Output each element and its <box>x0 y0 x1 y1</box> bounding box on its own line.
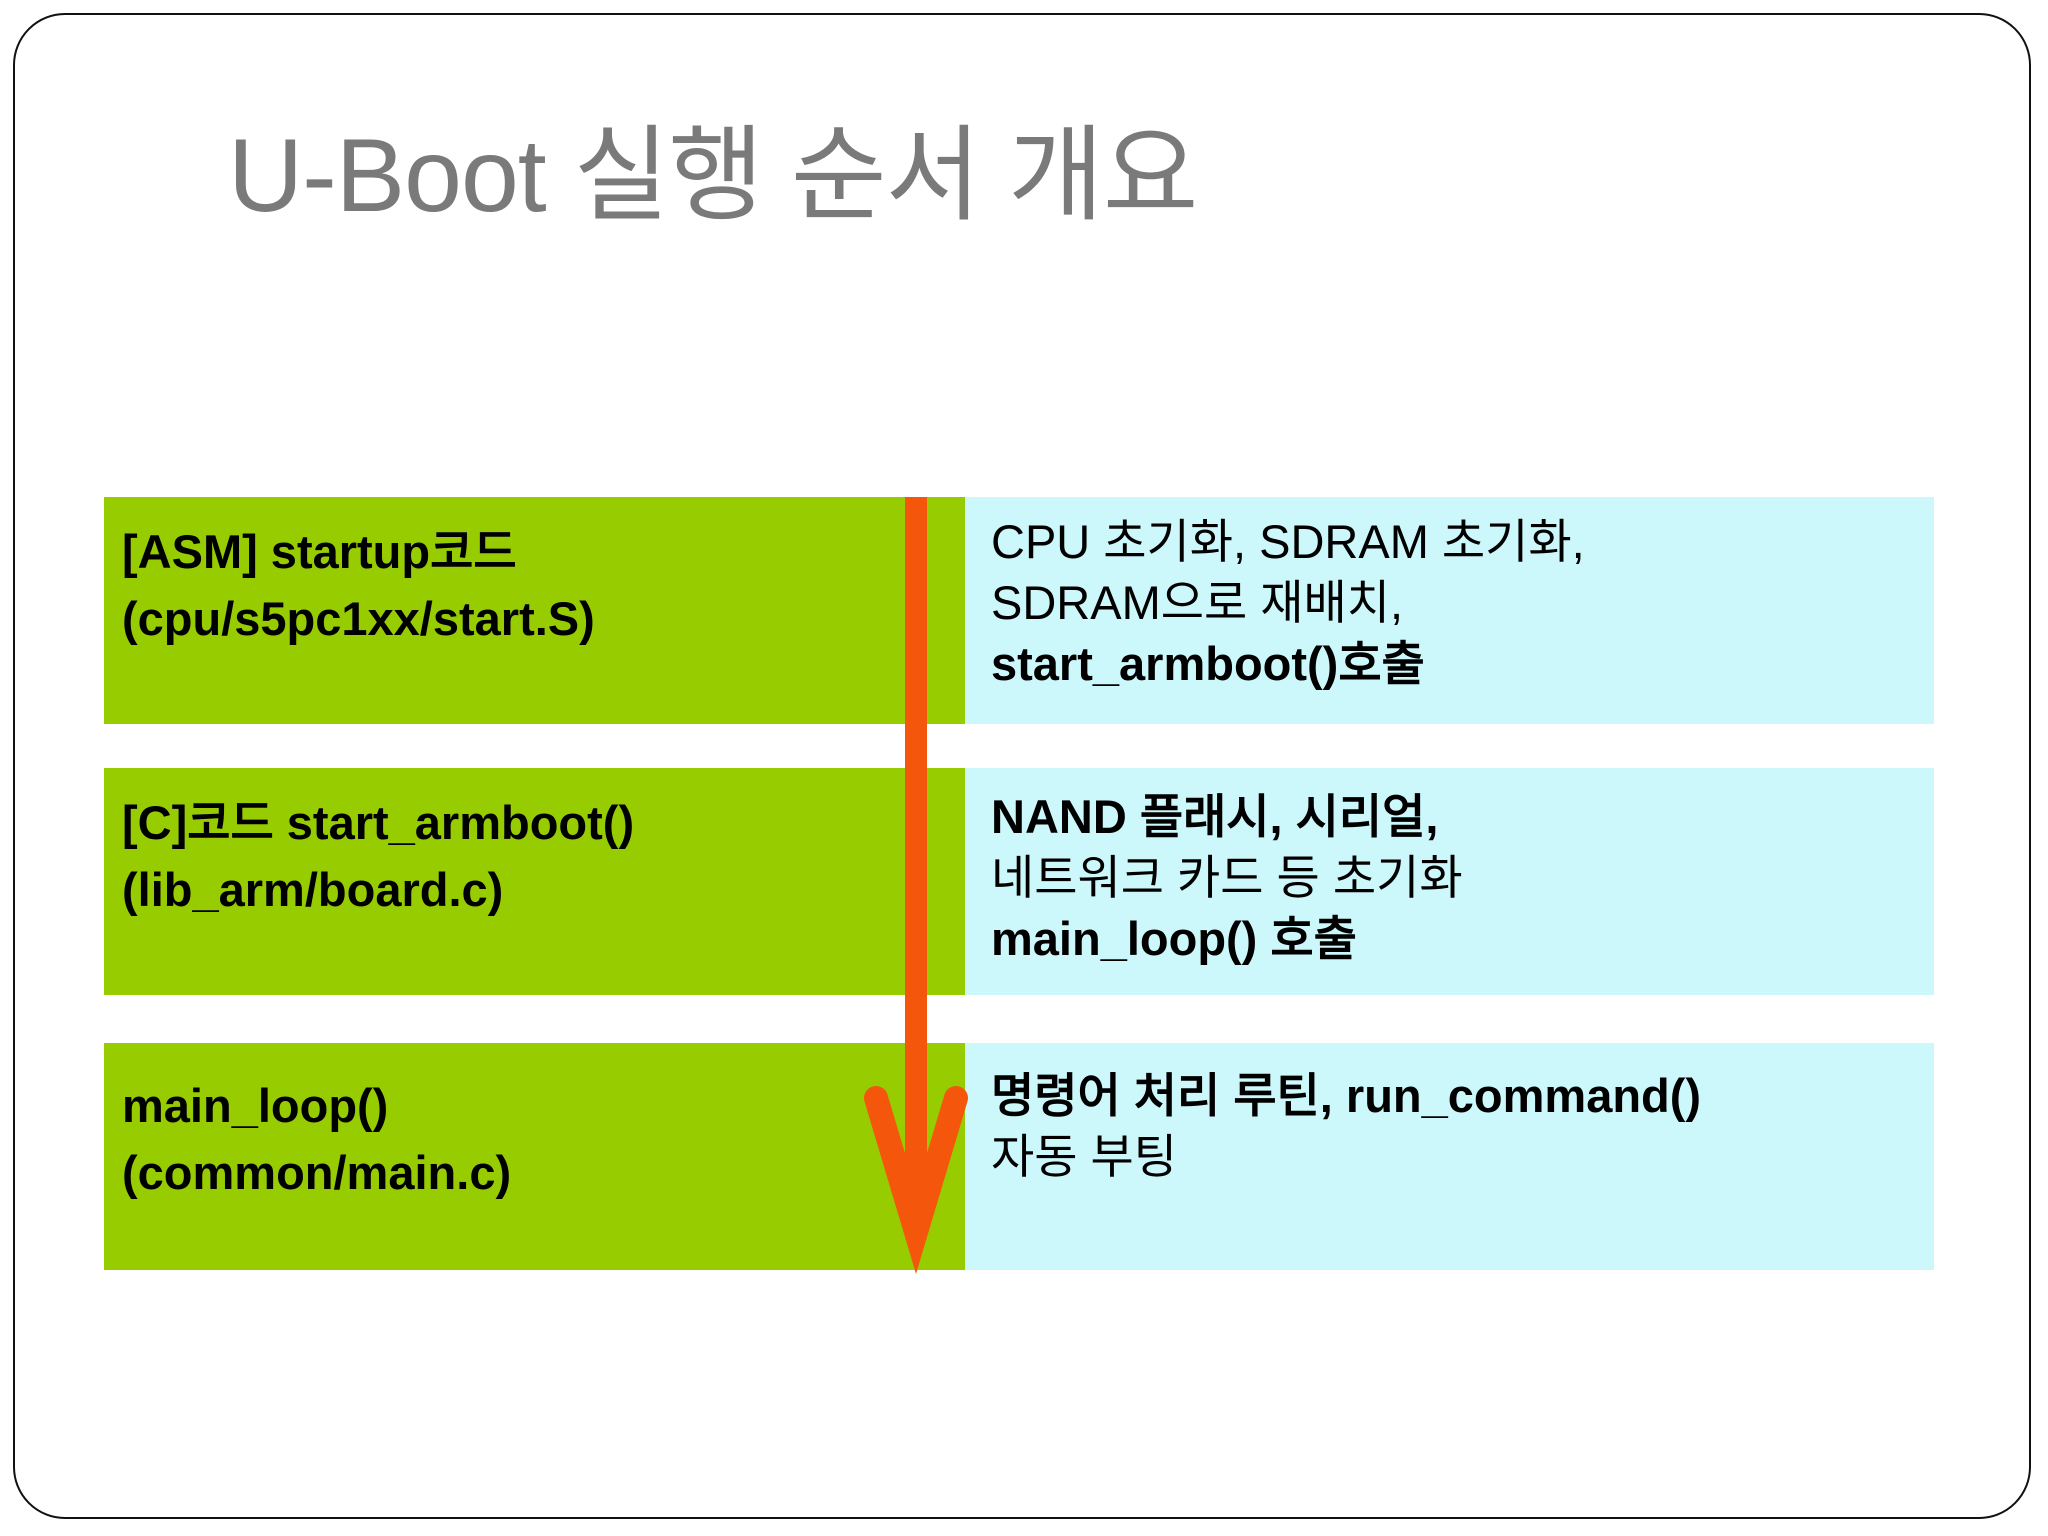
stage-box-c-start-armboot[interactable]: [C]코드 start_armboot() (lib_arm/board.c) <box>104 768 965 995</box>
description-line-2: 네트워크 카드 등 초기화 <box>991 851 1463 905</box>
description-line-1: NAND 플래시, 시리얼, <box>991 790 1439 843</box>
diagram-row: [C]코드 start_armboot() (lib_arm/board.c) … <box>104 768 1934 995</box>
description-line-2: SDRAM으로 재배치, <box>991 576 1404 630</box>
description-box-main-loop[interactable]: 명령어 처리 루틴, run_command() 자동 부팅 <box>965 1043 1934 1270</box>
page-title: U-Boot 실행 순서 개요 <box>228 118 1198 234</box>
stage-line-primary: main_loop() <box>122 1079 389 1132</box>
diagram-row: [ASM] startup코드 (cpu/s5pc1xx/start.S) CP… <box>104 497 1934 724</box>
stage-box-main-loop[interactable]: main_loop() (common/main.c) <box>104 1043 965 1270</box>
boot-sequence-diagram: [ASM] startup코드 (cpu/s5pc1xx/start.S) CP… <box>104 497 1934 1270</box>
description-line-3: main_loop() 호출 <box>991 912 1357 966</box>
description-box-c-start-armboot[interactable]: NAND 플래시, 시리얼, 네트워크 카드 등 초기화 main_loop()… <box>965 768 1934 995</box>
stage-box-asm-startup[interactable]: [ASM] startup코드 (cpu/s5pc1xx/start.S) <box>104 497 965 724</box>
description-line-1: CPU 초기화, SDRAM 초기화, <box>991 515 1585 568</box>
stage-line-secondary: (lib_arm/board.c) <box>122 862 504 916</box>
description-box-asm-startup[interactable]: CPU 초기화, SDRAM 초기화, SDRAM으로 재배치, start_a… <box>965 497 1934 724</box>
stage-line-primary: [ASM] startup코드 <box>122 525 517 578</box>
description-line-3: start_armboot()호출 <box>991 637 1425 691</box>
stage-line-secondary: (common/main.c) <box>122 1145 512 1199</box>
stage-line-primary: [C]코드 start_armboot() <box>122 796 635 849</box>
description-line-1: 명령어 처리 루틴, run_command() <box>991 1069 1702 1122</box>
stage-line-secondary: (cpu/s5pc1xx/start.S) <box>122 591 595 645</box>
diagram-row: main_loop() (common/main.c) 명령어 처리 루틴, r… <box>104 1043 1934 1270</box>
description-line-2: 자동 부팅 <box>991 1130 1178 1184</box>
